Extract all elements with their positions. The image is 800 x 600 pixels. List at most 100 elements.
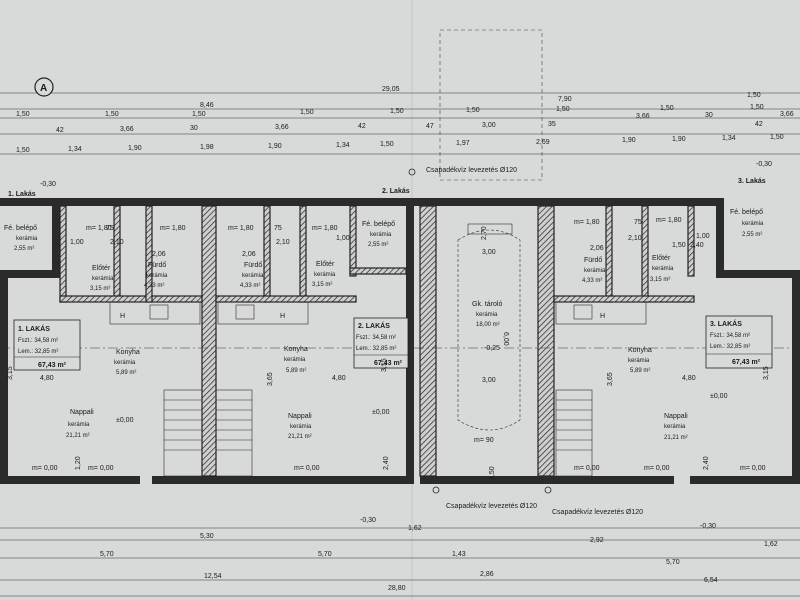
svg-text:kerámia: kerámia: [242, 273, 264, 279]
svg-text:1,50: 1,50: [750, 104, 764, 111]
svg-text:21,21 m²: 21,21 m²: [288, 434, 312, 440]
svg-text:4,80: 4,80: [40, 375, 54, 382]
svg-text:±0,00: ±0,00: [116, 417, 134, 424]
svg-text:1,00: 1,00: [70, 239, 84, 246]
unit1-area-box: 1. LAKÁS Fszt.: 34,58 m² Lem.: 32,85 m² …: [13, 319, 81, 371]
svg-text:m= 1,80: m= 1,80: [312, 225, 338, 232]
svg-text:Konyha: Konyha: [116, 349, 140, 356]
svg-text:kerámia: kerámia: [284, 357, 306, 363]
svg-text:2,06: 2,06: [242, 251, 256, 258]
svg-text:2,69: 2,69: [536, 139, 550, 146]
svg-text:H: H: [600, 313, 605, 320]
svg-text:Fürdő: Fürdő: [584, 257, 602, 264]
svg-text:1,90: 1,90: [128, 145, 142, 152]
dims-top-row1: 29,05: [382, 86, 400, 93]
svg-text:2,86: 2,86: [480, 571, 494, 578]
svg-text:4,80: 4,80: [682, 375, 696, 382]
inner-dimensions: m= 1,80 m= 1,80 m= 1,80 m= 1,80 m= 1,80 …: [7, 217, 770, 472]
svg-text:kerámia: kerámia: [652, 266, 674, 272]
unit1-tag: 1. Lakás: [8, 191, 36, 198]
svg-text:6,54: 6,54: [704, 577, 718, 584]
svg-text:1,50: 1,50: [300, 109, 314, 116]
svg-text:8,46: 8,46: [200, 102, 214, 109]
dims-bottom-row4: 28,80: [388, 585, 406, 592]
svg-text:3,15: 3,15: [763, 366, 770, 380]
svg-text:5,89 m²: 5,89 m²: [286, 368, 306, 374]
svg-text:kerámia: kerámia: [628, 358, 650, 364]
svg-text:3,00: 3,00: [482, 249, 496, 256]
svg-text:2,06: 2,06: [590, 245, 604, 252]
dims-bottom-row3: 12,54 2,86 6,54: [204, 571, 718, 584]
svg-text:2,10: 2,10: [628, 235, 642, 242]
svg-text:2,55 m²: 2,55 m²: [368, 242, 388, 248]
svg-text:Fé. belépő: Fé. belépő: [4, 225, 37, 232]
bottom-dimension-lines: [0, 527, 800, 597]
svg-text:Fszt.: 34,58 m²: Fszt.: 34,58 m²: [356, 335, 396, 341]
svg-text:2,70: 2,70: [481, 226, 488, 240]
svg-text:42: 42: [755, 121, 763, 128]
svg-text:H: H: [280, 313, 285, 320]
svg-text:Nappali: Nappali: [288, 413, 312, 420]
svg-text:67,43 m²: 67,43 m²: [374, 360, 403, 367]
dims-top-row5: 1,50 1,34 1,90 1,98 1,90 1,34 1,50 2,69 …: [16, 134, 784, 154]
svg-text:Lem.: 32,85 m²: Lem.: 32,85 m²: [18, 349, 58, 355]
svg-text:21,21 m²: 21,21 m²: [664, 435, 688, 441]
svg-text:47: 47: [426, 123, 434, 130]
svg-text:3,15: 3,15: [381, 358, 388, 372]
svg-text:67,43 m²: 67,43 m²: [38, 362, 67, 369]
svg-text:m= 1,80: m= 1,80: [574, 219, 600, 226]
svg-text:2,10: 2,10: [110, 239, 124, 246]
svg-text:3,66: 3,66: [780, 111, 794, 118]
svg-text:5,70: 5,70: [100, 551, 114, 558]
svg-text:3,65: 3,65: [607, 372, 614, 386]
unit3-tag: 3. Lakás: [738, 178, 766, 185]
svg-text:28,80: 28,80: [388, 585, 406, 592]
svg-text:1,20: 1,20: [75, 456, 82, 470]
svg-text:5,89 m²: 5,89 m²: [116, 370, 136, 376]
svg-text:1,90: 1,90: [622, 137, 636, 144]
svg-text:±0,00: ±0,00: [372, 409, 390, 416]
svg-text:2,10: 2,10: [276, 239, 290, 246]
svg-text:42: 42: [358, 123, 366, 130]
svg-text:4,33 m²: 4,33 m²: [144, 283, 164, 289]
svg-text:1,34: 1,34: [68, 146, 82, 153]
svg-text:1,50: 1,50: [390, 108, 404, 115]
svg-text:12,54: 12,54: [204, 573, 222, 580]
svg-text:m= 1,80: m= 1,80: [160, 225, 186, 232]
svg-text:-0,30: -0,30: [700, 523, 716, 530]
svg-text:3,15 m²: 3,15 m²: [650, 277, 670, 283]
svg-text:Nappali: Nappali: [664, 413, 688, 420]
svg-text:3,66: 3,66: [275, 124, 289, 131]
svg-text:2,92: 2,92: [590, 537, 604, 544]
svg-text:kerámia: kerámia: [290, 424, 312, 430]
dims-top-row4: 42 3,66 30 3,66 42 47 1,97 3,00 35 3,66 …: [56, 111, 794, 147]
svg-text:3,65: 3,65: [267, 372, 274, 386]
svg-text:4,80: 4,80: [332, 375, 346, 382]
svg-text:1,90: 1,90: [672, 136, 686, 143]
svg-text:7,90: 7,90: [558, 96, 572, 103]
svg-text:-0,25: -0,25: [484, 345, 500, 352]
svg-text:3,15 m²: 3,15 m²: [90, 286, 110, 292]
svg-text:35: 35: [548, 121, 556, 128]
svg-text:m= 0,00: m= 0,00: [294, 465, 320, 472]
svg-text:Konyha: Konyha: [628, 347, 652, 354]
svg-text:kerámia: kerámia: [68, 422, 90, 428]
svg-text:3,66: 3,66: [120, 126, 134, 133]
dims-top-row3: 1,50 1,50 1,50 1,50 1,50 1,50 1,50 1,50 …: [16, 104, 764, 118]
dims-bottom-row2: 5,70 5,70 1,43 5,70: [100, 551, 680, 566]
svg-text:1,50: 1,50: [380, 141, 394, 148]
svg-text:75: 75: [634, 219, 642, 226]
svg-text:5,70: 5,70: [318, 551, 332, 558]
building-walls: [0, 198, 800, 484]
svg-text:Lem.: 32,85 m²: Lem.: 32,85 m²: [710, 344, 750, 350]
svg-text:42: 42: [56, 127, 64, 134]
svg-text:2,40: 2,40: [383, 456, 390, 470]
dims-top-row2: 8,46 7,90 1,50: [200, 92, 761, 109]
svg-text:3. LAKÁS: 3. LAKÁS: [710, 319, 742, 328]
svg-text:75: 75: [274, 225, 282, 232]
svg-text:2,06: 2,06: [152, 251, 166, 258]
garage: Gk. tároló kerámia 18,00 m² 3,00 3,00 6,…: [472, 249, 509, 480]
svg-text:m= 1,80: m= 1,80: [228, 225, 254, 232]
svg-text:kerámia: kerámia: [146, 273, 168, 279]
